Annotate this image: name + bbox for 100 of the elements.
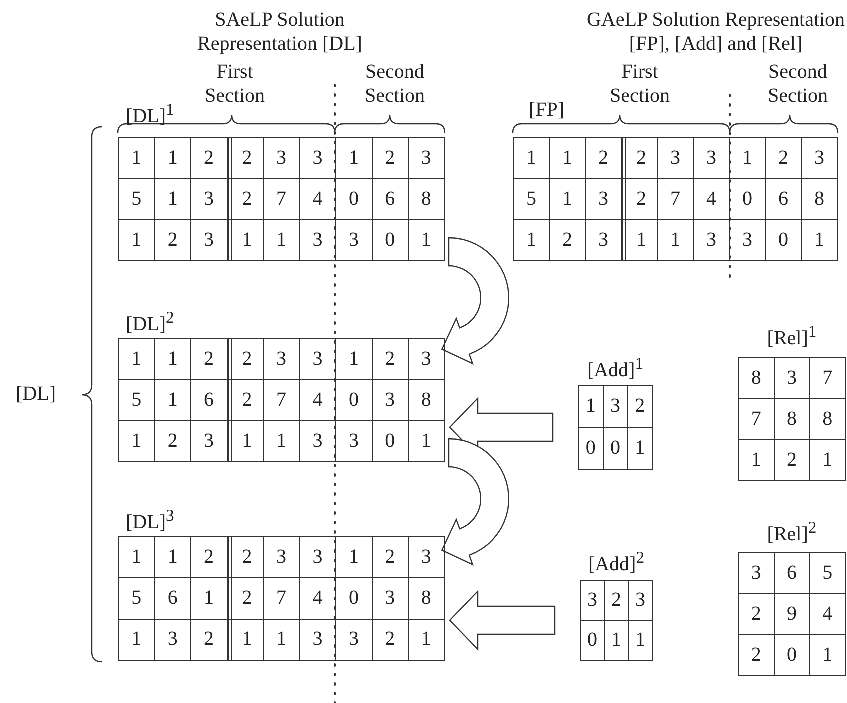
matrix-cell-value: 0	[610, 437, 620, 460]
matrix-cell-value: 1	[168, 348, 178, 370]
matrix-cell-value: 8	[822, 408, 833, 430]
matrix-cell-value: 2	[385, 348, 396, 370]
matrix-cell-value: 4	[312, 586, 323, 610]
matrix-cell-value: 4	[312, 388, 323, 412]
matrix-cell-value: 3	[276, 348, 286, 370]
matrix-cell-value: 2	[636, 188, 646, 210]
matrix-cell-value: 8	[786, 408, 797, 430]
matrix-cell-value: 1	[168, 546, 178, 569]
matrix-cell-value: 3	[348, 228, 359, 252]
matrix-cell-value: 2	[385, 146, 396, 170]
matrix-cell-value: 2	[385, 546, 396, 569]
matrix-cell-value: 1	[822, 448, 833, 472]
matrix-cell-value: 5	[526, 188, 536, 210]
matrix-cell-value: 3	[312, 628, 323, 652]
matrix-cell-value: 1	[636, 228, 646, 252]
matrix-cell-value: 3	[421, 146, 432, 170]
matrix-cell-value: 3	[598, 228, 608, 252]
matrix-cell-value: 0	[348, 586, 359, 610]
matrix-cell-value: 0	[786, 644, 797, 666]
matrix-cell-value: 1	[814, 228, 824, 252]
matrix-cell-value: 2	[385, 628, 396, 652]
matrix-cell-value: 0	[778, 228, 788, 252]
matrix-cell-value: 4	[706, 188, 716, 210]
matrix-cell-value: 9	[786, 602, 797, 626]
matrix-cell-value: 2	[242, 586, 252, 610]
section-title: SAeLP Solution Representation [DL]	[196, 8, 364, 56]
matrix-cell-value: 2	[242, 388, 252, 412]
matrix-cell-value: 6	[786, 562, 797, 584]
matrix-cell-value: 1	[612, 629, 622, 652]
matrix-cell-value: 2	[204, 546, 214, 569]
matrix-cell-value: 1	[348, 146, 359, 170]
matrix-cell-value: 1	[132, 228, 142, 252]
matrix-cell-value: 3	[348, 628, 359, 652]
matrix-cell-value: 8	[814, 188, 824, 210]
matrix-cell-value: 1	[132, 628, 142, 652]
matrix-cell-value: 7	[670, 188, 680, 210]
matrix-cell-value: 1	[742, 146, 752, 170]
matrix-cell-value: 3	[312, 146, 323, 170]
matrix-cell-value: 1	[132, 430, 142, 452]
matrix-cell-value: 1	[526, 228, 536, 252]
matrix-cell-value: 3	[706, 228, 716, 252]
matrix-cell-value: 1	[132, 546, 142, 569]
matrix-cell-value: 3	[276, 546, 286, 569]
matrix-cell-value: 1	[586, 395, 596, 418]
matrix-cell-value: 3	[312, 546, 323, 569]
matrix-cell-value: 2	[168, 228, 178, 252]
section-label: First Section	[204, 60, 266, 108]
matrix-cell-value: 6	[204, 388, 214, 412]
matrix-cell-value: 1	[276, 228, 286, 252]
matrix-cell-value: 0	[385, 430, 396, 452]
matrix-cell-value: 2	[786, 448, 797, 472]
matrix-cell-value: 2	[242, 188, 252, 210]
matrix-cell-value: 1	[751, 448, 762, 472]
matrix-cell-value: 3	[742, 228, 752, 252]
matrix-cell-value: 4	[312, 188, 323, 210]
matrix-cell-value: 3	[588, 589, 598, 612]
matrix-heading: [Add]$^{2}$	[587, 547, 646, 577]
matrix-cell-value: 3	[276, 146, 286, 170]
matrix-cell-value: 2	[635, 395, 646, 418]
matrix-cell-value: 4	[822, 602, 833, 626]
matrix-cell-value: 7	[276, 586, 286, 610]
matrix-cell-value: 2	[204, 348, 214, 370]
matrix-cell-value: 2	[242, 146, 252, 170]
matrix-cell-value: 5	[132, 188, 142, 210]
section-label: First Section	[609, 60, 671, 108]
matrix-cell-value: 1	[242, 228, 252, 252]
matrix-cell-value: 3	[385, 388, 396, 412]
matrix-cell-value: 2	[168, 430, 178, 452]
matrix-cell-value: 0	[588, 629, 598, 652]
matrix-heading: [DL]$^{1}$	[126, 99, 174, 129]
matrix-cell-value: 1	[670, 228, 680, 252]
matrix-cell-value: 1	[204, 586, 214, 610]
matrix-cell-value: 1	[562, 188, 572, 210]
matrix-cell-value: 8	[421, 586, 432, 610]
matrix-cell-value: 5	[822, 562, 833, 584]
matrix-cell-value: 1	[526, 146, 536, 170]
matrix-heading: [DL]$^{3}$	[126, 505, 174, 535]
matrix-cell-value: 1	[242, 430, 252, 452]
curved-arrow	[441, 237, 510, 365]
matrix-cell-value: 1	[132, 146, 142, 170]
matrix-cell-value: 3	[385, 586, 396, 610]
matrix-cell-value: 7	[822, 366, 833, 390]
matrix-cell-value: 5	[132, 586, 142, 610]
block-arrow	[449, 590, 556, 651]
matrix-cell-value: 0	[586, 437, 596, 460]
curved-arrow	[441, 438, 510, 566]
matrix-cell-value: 6	[385, 188, 396, 210]
matrix-cell-value: 3	[204, 188, 214, 210]
matrix-cell-value: 2	[242, 546, 252, 569]
matrix-cell-value: 2	[242, 348, 252, 370]
matrix-cell-value: 2	[598, 146, 608, 170]
matrix-cell-value: 2	[751, 602, 762, 626]
matrix-cell-value: 3	[204, 228, 214, 252]
matrix-heading: [DL]$^{2}$	[126, 307, 174, 337]
matrix-cell-value: 1	[276, 628, 286, 652]
matrix-cell-value: 7	[751, 408, 762, 430]
matrix-cell-value: 3	[421, 348, 432, 370]
matrix-cell-value: 0	[348, 388, 359, 412]
